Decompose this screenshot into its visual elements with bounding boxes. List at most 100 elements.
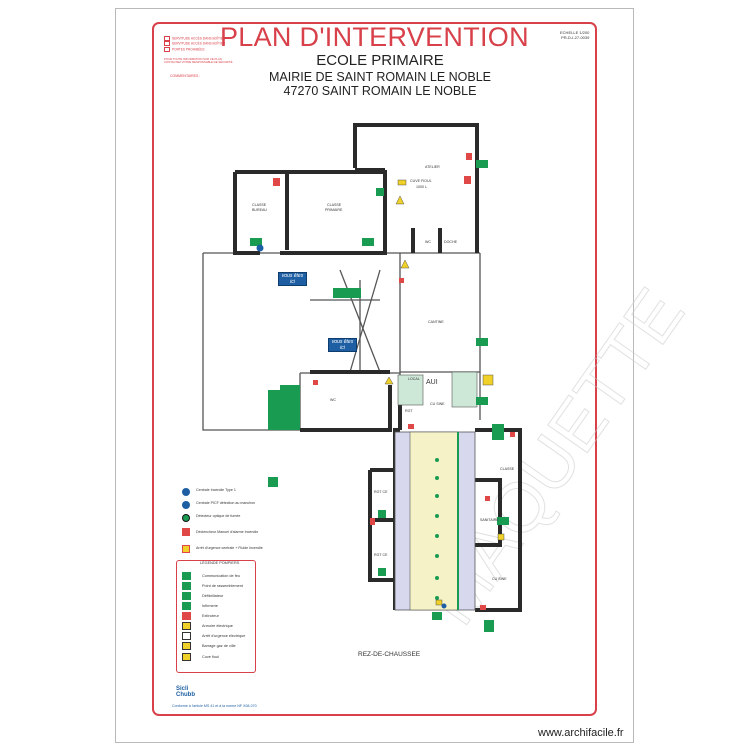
room-label-rgt-ce-2: RGT CE: [374, 553, 388, 557]
legend-pompiers-item: Arrêt d'urgence électrique: [202, 634, 246, 638]
fuel-tank-icon: [397, 179, 407, 186]
extinguisher-icon: [313, 380, 318, 385]
legend-pompiers-item: Extincteur: [202, 614, 219, 618]
room-label-wc-mid: WC: [330, 398, 336, 402]
room-label-doche: DOCHE: [444, 240, 458, 244]
you-are-here-badge: vous êtes ici: [328, 338, 357, 352]
extinguisher-icon: [370, 518, 375, 525]
legend-pompiers-item: Barrage gaz de ville: [202, 644, 236, 648]
address-line-1: MAIRIE DE SAINT ROMAIN LE NOBLE: [268, 70, 492, 84]
fire-panel-icon: [441, 603, 447, 609]
exit-sign-icon: [492, 424, 504, 432]
exit-sign-icon: [378, 510, 386, 518]
you-are-here-line-2: ici: [340, 345, 345, 351]
room-label-cu-sine: CU SINE: [430, 402, 445, 406]
electrical-stop-icon: [182, 632, 191, 640]
pcif-panel-icon: [182, 501, 190, 509]
top-legend: SERVITUDE ACCÈS DANS BOÎTIER SERVITUDE A…: [164, 36, 225, 52]
legend-item: Déclencheur Manuel d'alarme Incendie: [196, 530, 259, 534]
corridor-center: [409, 431, 459, 611]
exit-signs: [250, 160, 509, 632]
detector-icon: [435, 458, 439, 462]
legend-item: Arrêt d'urgence centrale + Fluide Incend…: [196, 546, 263, 550]
green-block: [333, 288, 361, 298]
electrical-hazard-icon: [384, 376, 394, 385]
hazard-marks: [384, 179, 505, 606]
aui-label: AUI: [426, 379, 438, 386]
room-label-cu-sine-right: CU SINE: [492, 577, 507, 581]
exit-sign-icon: [497, 517, 509, 525]
room-label-cantine: CANTINE: [428, 320, 444, 324]
room-label-classe-bureau-2: BUREAU: [252, 208, 267, 212]
room-label-rgt: RGT: [405, 409, 413, 413]
room-labels: ATELIER CUVE FIOUL 1000 L CLASSE BUREAU …: [252, 165, 515, 581]
ref-line-2: PR-D-I-27-0039: [561, 35, 590, 40]
address-line-2: 47270 SAINT ROMAIN LE NOBLE: [283, 84, 477, 98]
top-legend-item: PORTES PROHIBÉES: [164, 46, 225, 52]
fuel-tank-icon: [182, 653, 191, 661]
extinguisher-icon: [399, 278, 404, 283]
extinguisher-icon: [510, 432, 515, 437]
emergency-stop-icon: [182, 545, 190, 553]
brand-line-2: Chubb: [176, 692, 195, 698]
electrical-hazard-icon: [400, 259, 410, 269]
room-label-sanitaire: SANITAIRE: [480, 518, 499, 522]
firefighter-legend: [176, 560, 256, 673]
electrical-cabinet-icon: [182, 622, 191, 630]
gas-valve-icon: [497, 533, 505, 541]
room-label-classe-right: CLASSE: [500, 467, 515, 471]
room-label-classe-primaire: CLASSE: [327, 203, 342, 207]
exit-sign-icon: [378, 568, 386, 576]
detector-icon: [435, 494, 439, 498]
fire-communication-icon: [182, 572, 191, 580]
detector-icon: [435, 596, 439, 600]
extinguisher-icon: [408, 424, 414, 429]
site-watermark: www.archifacile.fr: [538, 727, 624, 739]
room-label-atelier: ATELIER: [425, 165, 440, 169]
you-are-here-line-1: vous êtes: [281, 273, 304, 279]
detector-icon: [435, 534, 439, 538]
legend-pompiers-item: Cuve fioul: [202, 655, 219, 659]
detector-icon: [435, 476, 439, 480]
extinguisher-icon: [480, 605, 486, 610]
room-label-cuve-cap: 1000 L: [416, 185, 427, 189]
brand-line-1: Sicli: [176, 686, 189, 692]
assembly-point-icon: [268, 477, 278, 487]
exit-sign-icon: [250, 238, 262, 246]
legend-pompiers-item: Défibrillateur: [202, 594, 224, 598]
brand-logo: Sicli Chubb: [176, 686, 195, 698]
conformity-note: Conforme à l'article MS 41 et à la norme…: [172, 704, 257, 708]
extinguisher-icon: [464, 176, 471, 184]
page-title: PLAN D'INTERVENTION: [220, 22, 529, 52]
detector-icon: [435, 576, 439, 580]
exit-sign-icon: [492, 432, 504, 440]
extinguisher-icon: [485, 496, 490, 501]
top-note: POUR TOUTE INFORMATION SUR CE PLAN CONTA…: [164, 57, 233, 65]
legend-item: Détecteur optique de fumée: [196, 514, 241, 518]
subtitle: ECOLE PRIMAIRE: [316, 52, 444, 69]
extinguishers: [273, 153, 515, 610]
corridor-detectors: [435, 458, 439, 600]
floor-label: REZ-DE-CHAUSSEE: [358, 651, 421, 658]
room-label-classe-bureau: CLASSE: [252, 203, 267, 207]
legend-pompiers-item: Armoire électrique: [202, 624, 233, 628]
extinguisher-icon: [182, 612, 191, 620]
exit-sign-icon: [484, 620, 494, 632]
light-green-room: [451, 371, 478, 408]
blue-detectors: [256, 244, 447, 609]
fire-panel-icon: [256, 244, 264, 252]
exit-sign-icon: [432, 612, 442, 620]
gas-valve-icon: [182, 642, 191, 650]
you-are-here-line-2: ici: [290, 279, 295, 285]
assembly-point-icon: [182, 582, 191, 590]
gas-valve-icon: [482, 374, 494, 386]
local-room: [397, 374, 424, 406]
exit-sign-icon: [476, 160, 488, 168]
exit-sign-icon: [476, 397, 488, 405]
room-label-wc: WC: [425, 240, 431, 244]
room-label-cuve: CUVE FIOUL: [410, 179, 432, 183]
ref-line-1: ECHELLE 1/200: [560, 30, 590, 35]
you-are-here-line-1: vous êtes: [331, 339, 354, 345]
room-label-rgt-ce-1: RGT CE: [374, 490, 388, 494]
extinguisher-icon: [273, 178, 280, 186]
